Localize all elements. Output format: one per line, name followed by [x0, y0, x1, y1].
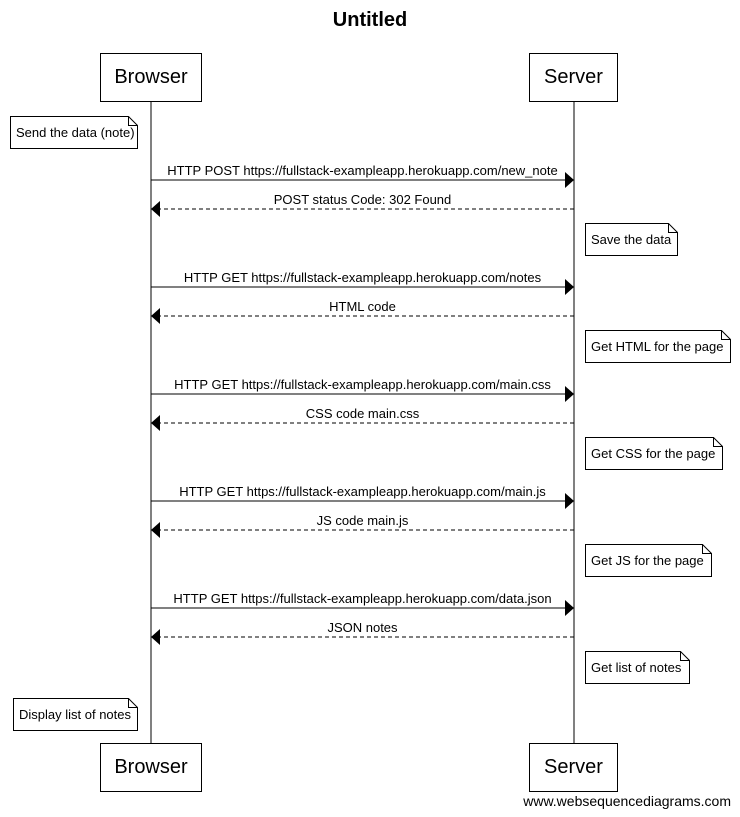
response-label: JSON notes	[327, 620, 398, 635]
arrowhead	[151, 201, 160, 217]
arrowhead	[151, 522, 160, 538]
request-label: HTTP GET https://fullstack-exampleapp.he…	[173, 591, 552, 606]
note-fold	[128, 698, 138, 708]
note-text: Get list of notes	[591, 660, 682, 675]
note-fold	[680, 651, 690, 661]
note-dogear-shape	[13, 698, 138, 731]
arrowhead	[151, 629, 160, 645]
note-dogear-shape	[585, 544, 712, 577]
arrowhead	[565, 172, 574, 188]
request-label: HTTP GET https://fullstack-exampleapp.he…	[179, 484, 546, 499]
note-fold	[128, 116, 138, 126]
note-text: Get CSS for the page	[591, 446, 716, 461]
note-outline	[10, 116, 138, 149]
arrowhead	[151, 415, 160, 431]
participant-server-bottom: Server	[529, 743, 618, 792]
note-outline	[585, 544, 712, 577]
note-outline	[13, 698, 138, 731]
note-server: Get JS for the page	[585, 544, 712, 577]
watermark: www.websequencediagrams.com	[523, 793, 731, 809]
note-dogear-shape	[10, 116, 138, 149]
note-outline	[585, 330, 731, 363]
participant-browser-top: Browser	[100, 53, 202, 102]
response-label: CSS code main.css	[305, 406, 420, 421]
note-fold	[721, 330, 731, 340]
note-dogear-shape	[585, 437, 723, 470]
note-dogear-shape	[585, 651, 690, 684]
note-fold	[668, 223, 678, 233]
note-server: Get CSS for the page	[585, 437, 723, 470]
note-dogear-shape	[585, 330, 731, 363]
note-server: Get list of notes	[585, 651, 690, 684]
diagram-title: Untitled	[332, 9, 408, 31]
arrowhead	[151, 308, 160, 324]
note-outline	[585, 437, 723, 470]
participant-browser-bottom: Browser	[100, 743, 202, 792]
note-text: Send the data (note)	[16, 125, 135, 140]
request-label: HTTP GET https://fullstack-exampleapp.he…	[174, 377, 551, 392]
note-text: Display list of notes	[19, 707, 131, 722]
note-browser: Send the data (note)	[10, 116, 138, 149]
arrowhead	[565, 279, 574, 295]
note-browser: Display list of notes	[13, 698, 138, 731]
note-fold	[702, 544, 712, 554]
note-text: Get JS for the page	[591, 553, 704, 568]
note-server: Get HTML for the page	[585, 330, 731, 363]
note-text: Save the data	[591, 232, 672, 247]
arrowhead	[565, 493, 574, 509]
request-label: HTTP POST https://fullstack-exampleapp.h…	[167, 163, 558, 178]
note-text: Get HTML for the page	[591, 339, 724, 354]
participant-server-top: Server	[529, 53, 618, 102]
note-outline	[585, 651, 690, 684]
response-label: HTML code	[329, 299, 396, 314]
response-label: POST status Code: 302 Found	[273, 192, 452, 207]
note-fold	[713, 437, 723, 447]
note-dogear-shape	[585, 223, 678, 256]
arrowhead	[565, 600, 574, 616]
request-label: HTTP GET https://fullstack-exampleapp.he…	[183, 270, 542, 285]
note-server: Save the data	[585, 223, 678, 256]
note-outline	[585, 223, 678, 256]
arrowhead	[565, 386, 574, 402]
response-label: JS code main.js	[316, 513, 409, 528]
